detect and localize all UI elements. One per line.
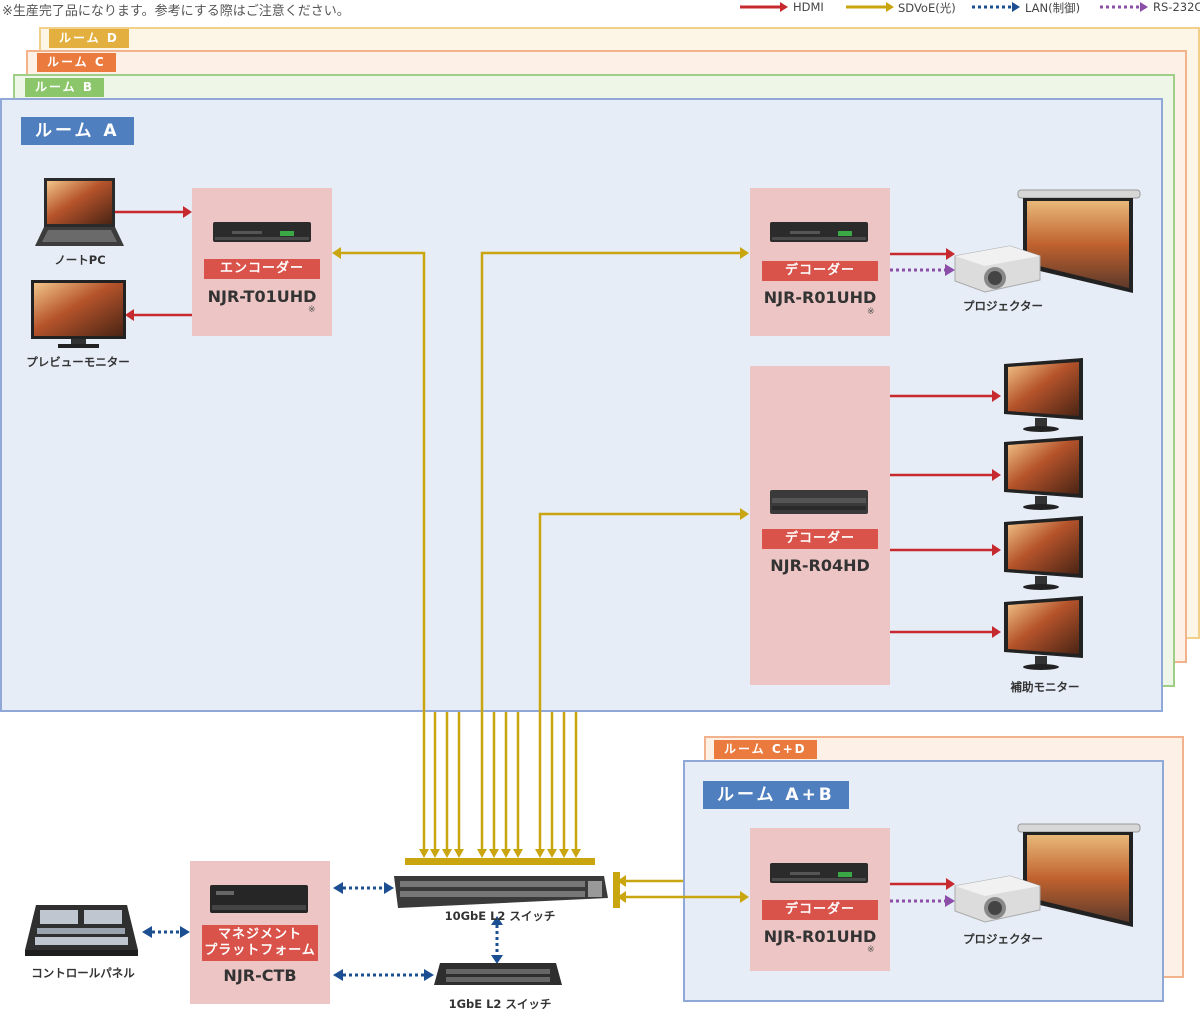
projector-ab-caption: プロジェクター	[962, 932, 1044, 946]
room-ab-title: ルーム A+B	[703, 781, 849, 809]
rs232c-lines	[890, 268, 945, 903]
control-panel-icon	[25, 905, 138, 956]
decoder-ab-box	[750, 828, 890, 971]
aux-monitor-icon-2	[1004, 436, 1083, 510]
projection-screen-icon	[1017, 189, 1141, 293]
laptop-caption: ノートPC	[54, 253, 106, 267]
room-d-tab: ルーム D	[49, 29, 129, 48]
sdvoe-arrows	[332, 247, 749, 908]
projector-caption: プロジェクター	[962, 299, 1044, 313]
1gbe-switch-caption: 1GbE L2 スイッチ	[448, 997, 552, 1011]
ctb-tag: マネジメント プラットフォーム	[202, 925, 318, 961]
hdmi-lines	[115, 206, 1001, 890]
aux-monitor-icon-4	[1004, 596, 1083, 670]
projector-icon	[954, 245, 1041, 293]
legend-sdvoe: SDVoE(光)	[898, 1, 956, 15]
ctb-model: NJR-CTB	[223, 966, 297, 985]
sdvoe-lines	[341, 251, 740, 899]
room-b-tab: ルーム B	[25, 78, 104, 97]
decoder1-model: NJR-R01UHD	[763, 288, 877, 307]
10gbe-switch-caption: 10GbE L2 スイッチ	[444, 909, 556, 923]
decoder-ab-model: NJR-R01UHD	[763, 927, 877, 946]
decoder-ab-device-icon	[770, 863, 868, 883]
laptop-icon	[35, 178, 124, 246]
room-cd-tab: ルーム C+D	[714, 740, 817, 759]
room-a-title: ルーム A	[21, 117, 134, 145]
aux-monitor-icon-3	[1004, 516, 1083, 590]
projection-screen-ab-icon	[1017, 823, 1141, 927]
legend-hdmi: HDMI	[793, 0, 824, 14]
encoder-discontinued-mark: ※	[308, 305, 316, 315]
decoder1-discontinued-mark: ※	[867, 307, 875, 317]
decoder-ab-discontinued-mark: ※	[867, 945, 875, 955]
encoder-tag: エンコーダー	[204, 259, 320, 279]
1gbe-switch-icon	[434, 963, 562, 985]
preview-monitor-icon	[31, 280, 126, 348]
ctb-device-icon	[210, 885, 308, 913]
lan-lines	[152, 886, 499, 977]
aux-monitor-icon-1	[1004, 358, 1083, 432]
room-c-tab: ルーム C	[37, 53, 116, 72]
decoder4-box	[750, 366, 890, 685]
decoder1-tag: デコーダー	[762, 261, 878, 281]
encoder-model: NJR-T01UHD	[207, 287, 317, 306]
aux-monitor-caption: 補助モニター	[1010, 680, 1080, 694]
projector-ab-icon	[954, 875, 1041, 923]
legend-rs232c: RS-232C	[1153, 0, 1200, 14]
legend-lan: LAN(制御)	[1025, 1, 1081, 15]
control-panel-caption: コントロールパネル	[31, 966, 135, 980]
10gbe-switch-icon	[394, 876, 608, 908]
discontinued-note: ※生産完了品になります。参考にする際はご注意ください。	[2, 4, 350, 19]
encoder-device-icon	[213, 222, 311, 242]
decoder-ab-tag: デコーダー	[762, 900, 878, 920]
legend-lines	[740, 2, 1148, 12]
decoder4-model: NJR-R04HD	[770, 556, 870, 575]
decoder4-tag: デコーダー	[762, 529, 878, 549]
decoder4-device-icon	[770, 490, 868, 514]
preview-caption: プレビューモニター	[26, 355, 130, 369]
decoder1-device-icon	[770, 222, 868, 242]
